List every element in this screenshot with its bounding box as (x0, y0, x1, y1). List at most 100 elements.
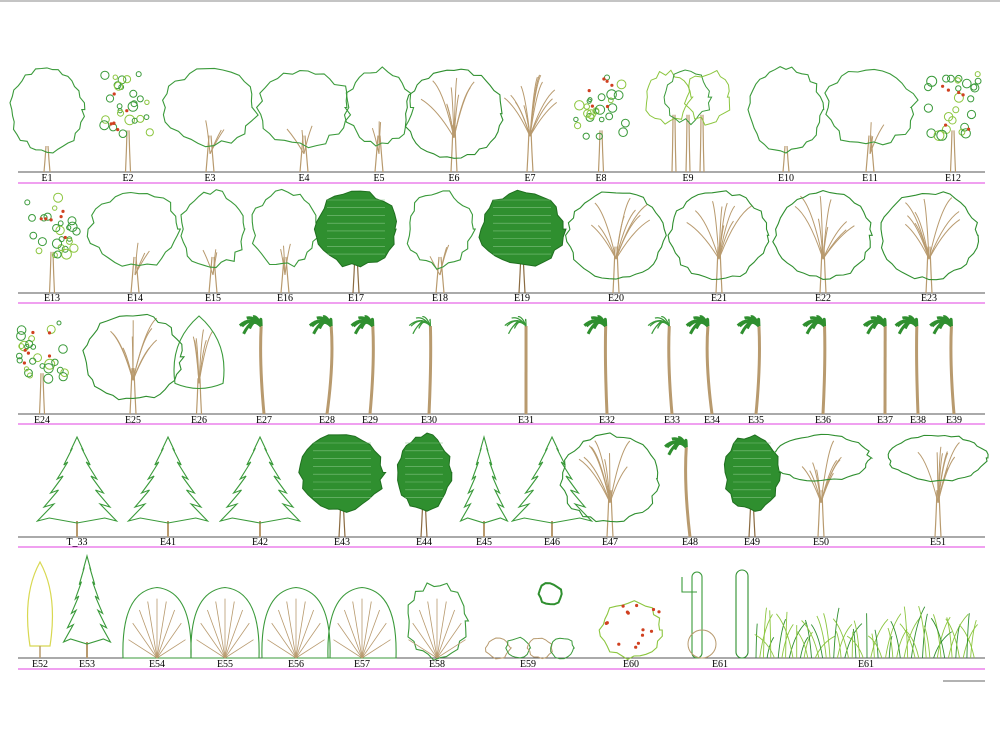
plant-grass (754, 605, 978, 659)
plant-label: E39 (946, 415, 962, 426)
plant-palm-outline (647, 316, 674, 415)
plant-filled (298, 434, 387, 538)
plant-label: E36 (815, 415, 831, 426)
plant-palm (894, 315, 920, 415)
plant-palm-outline (504, 316, 528, 415)
plant-filled (313, 190, 398, 294)
plant-outline-wide (161, 67, 259, 173)
plant-shrub (327, 586, 397, 659)
plant-leafy (99, 70, 154, 173)
plant-label: E59 (520, 659, 536, 670)
plant-conifer (62, 553, 112, 658)
plant-branchy (82, 313, 186, 415)
plant-umbrella (887, 434, 989, 538)
plant-palm (736, 315, 761, 415)
plant-label: E53 (79, 659, 95, 670)
plant-shrub (261, 586, 331, 659)
plant-outline-wide (255, 70, 352, 173)
plant-outline (406, 190, 477, 294)
plant-label: E29 (362, 415, 378, 426)
plant-label: E32 (599, 415, 615, 426)
plant-palm (308, 315, 334, 415)
plant-label: E25 (125, 415, 141, 426)
plant-label: E7 (524, 173, 535, 184)
plant-bare (503, 74, 558, 173)
plant-palm (685, 315, 714, 415)
plant-label: E31 (518, 415, 534, 426)
plant-outline (251, 188, 320, 294)
plant-branchy (667, 190, 770, 294)
plant-label: E49 (744, 537, 760, 548)
plant-outline-wide (824, 68, 919, 173)
plant-label: E37 (877, 415, 893, 426)
plant-palm (929, 315, 956, 415)
plant-label: E2 (122, 173, 133, 184)
plant-label: E54 (149, 659, 165, 670)
plant-palm (350, 315, 375, 415)
plant-label: E35 (748, 415, 764, 426)
plant-palm (802, 315, 827, 415)
plant-label: E14 (127, 293, 143, 304)
plant-outline-wide (86, 191, 182, 294)
plant-palm (583, 315, 609, 415)
plant-label: T_33 (66, 537, 87, 548)
plant-label: E42 (252, 537, 268, 548)
plant-multi (645, 69, 731, 173)
plant-label: E6 (448, 173, 459, 184)
plant-label: E8 (595, 173, 606, 184)
plant-palm (862, 315, 887, 415)
plant-conifer (459, 434, 509, 537)
plant-label: E3 (204, 173, 215, 184)
plant-label: E11 (862, 173, 878, 184)
plant-leafy (24, 192, 81, 294)
plant-label: E28 (319, 415, 335, 426)
plant-label: E15 (205, 293, 221, 304)
plant-palm (238, 315, 266, 415)
plant-label: E51 (930, 537, 946, 548)
plant-label: E24 (34, 415, 50, 426)
plant-palm (664, 436, 692, 538)
plant-label: E58 (429, 659, 445, 670)
plant-label: E43 (334, 537, 350, 548)
plant-shrubs-low (484, 582, 576, 660)
plant-conifer-outline (35, 435, 119, 537)
plant-label: E45 (476, 537, 492, 548)
plant-cactus (681, 569, 749, 659)
plant-label: E56 (288, 659, 304, 670)
plant-label: E1 (41, 173, 52, 184)
plant-label: E30 (421, 415, 437, 426)
plant-label: E46 (544, 537, 560, 548)
plant-label: E23 (921, 293, 937, 304)
plant-label: E20 (608, 293, 624, 304)
plant-label: E18 (432, 293, 448, 304)
plant-branchy (880, 191, 980, 294)
plant-label: E50 (813, 537, 829, 548)
plant-label: E33 (664, 415, 680, 426)
plant-label: E48 (682, 537, 698, 548)
plant-label: E60 (623, 659, 639, 670)
plant-outline (343, 66, 415, 173)
plant-label: E17 (348, 293, 364, 304)
plant-label: E9 (682, 173, 693, 184)
plant-oval (173, 315, 225, 415)
plant-filled (478, 189, 567, 294)
plant-label: E38 (910, 415, 926, 426)
plant-branchy (772, 190, 873, 294)
plant-round (9, 67, 86, 173)
plant-shrub (122, 586, 192, 659)
plant-label: E41 (160, 537, 176, 548)
plant-label: E16 (277, 293, 293, 304)
plant-label: E52 (32, 659, 48, 670)
plant-label: E34 (704, 415, 720, 426)
plant-label: E47 (602, 537, 618, 548)
plant-shrub-round (407, 582, 470, 661)
plant-label: E10 (778, 173, 794, 184)
plant-conifer-outline (510, 435, 594, 537)
plant-label: E13 (44, 293, 60, 304)
